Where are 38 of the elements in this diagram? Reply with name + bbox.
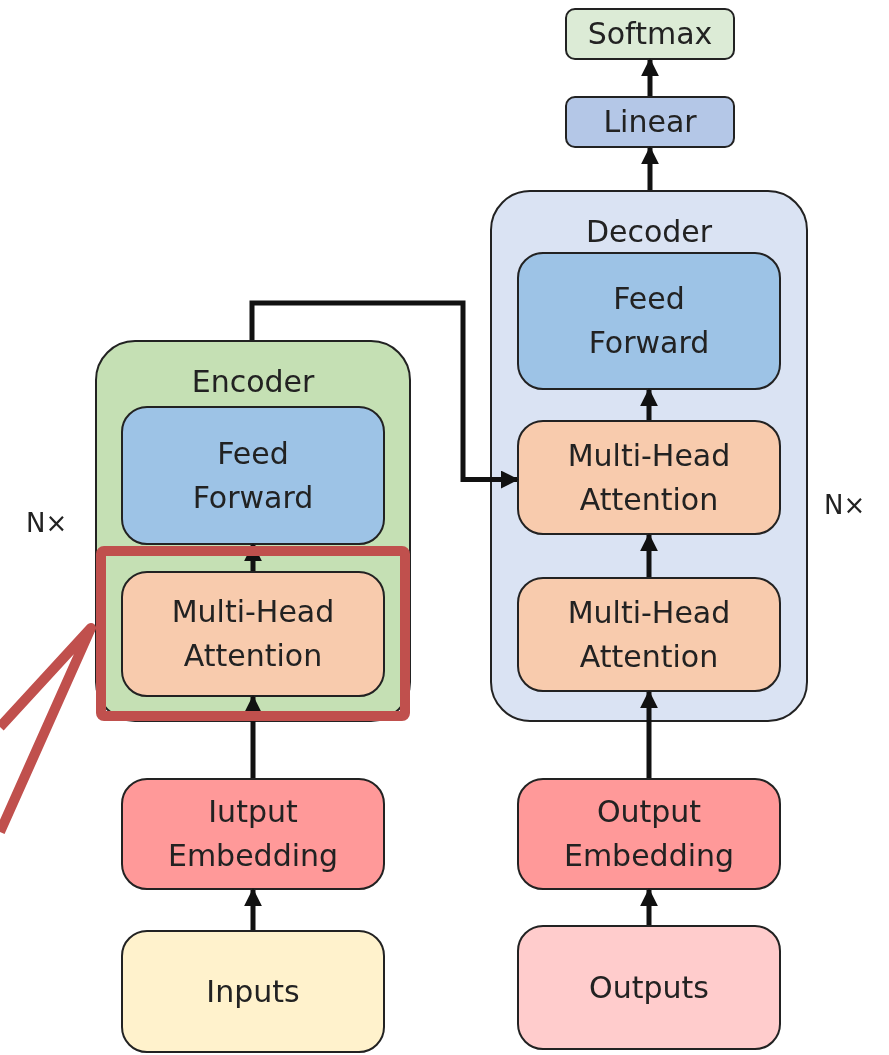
container-box (95, 340, 411, 722)
arrow (244, 543, 262, 571)
box-label: Linear (603, 103, 697, 141)
embedding-box (121, 778, 385, 890)
input-box (121, 930, 385, 1053)
arrow (249, 300, 519, 489)
attention-box (517, 420, 781, 535)
arrow (640, 690, 658, 778)
repeat-label: N× (26, 508, 68, 538)
arrow (244, 695, 262, 778)
arrow (640, 533, 658, 577)
process-box (565, 96, 735, 148)
box-label: Multi-Head Attention (566, 593, 732, 676)
box-label: Softmax (587, 15, 713, 53)
embedding-box (517, 778, 781, 890)
feed-forward-box (517, 252, 781, 390)
arrow (640, 388, 658, 420)
attention-box (517, 577, 781, 692)
arrow (641, 146, 659, 190)
group-title: Encoder (191, 364, 315, 400)
box-label: Iutput Embedding (166, 793, 340, 875)
box-label: Multi-Head Attention (170, 593, 336, 675)
arrow (641, 58, 659, 96)
box-label: Output Embedding (562, 793, 736, 875)
box-label: Inputs (206, 972, 300, 1011)
box-label: Feed Forward (191, 434, 315, 517)
box-label: Feed Forward (587, 280, 711, 362)
repeat-label: N× (824, 490, 866, 520)
container-box (490, 190, 808, 722)
box-label: Multi-Head Attention (566, 436, 732, 519)
input-box (517, 925, 781, 1050)
group-title: Decoder (585, 214, 713, 250)
attention-box (121, 571, 385, 697)
arrow (244, 888, 262, 930)
arrow (640, 888, 658, 925)
process-box (565, 8, 735, 60)
box-label: Outputs (589, 968, 709, 1007)
feed-forward-box (121, 406, 385, 545)
